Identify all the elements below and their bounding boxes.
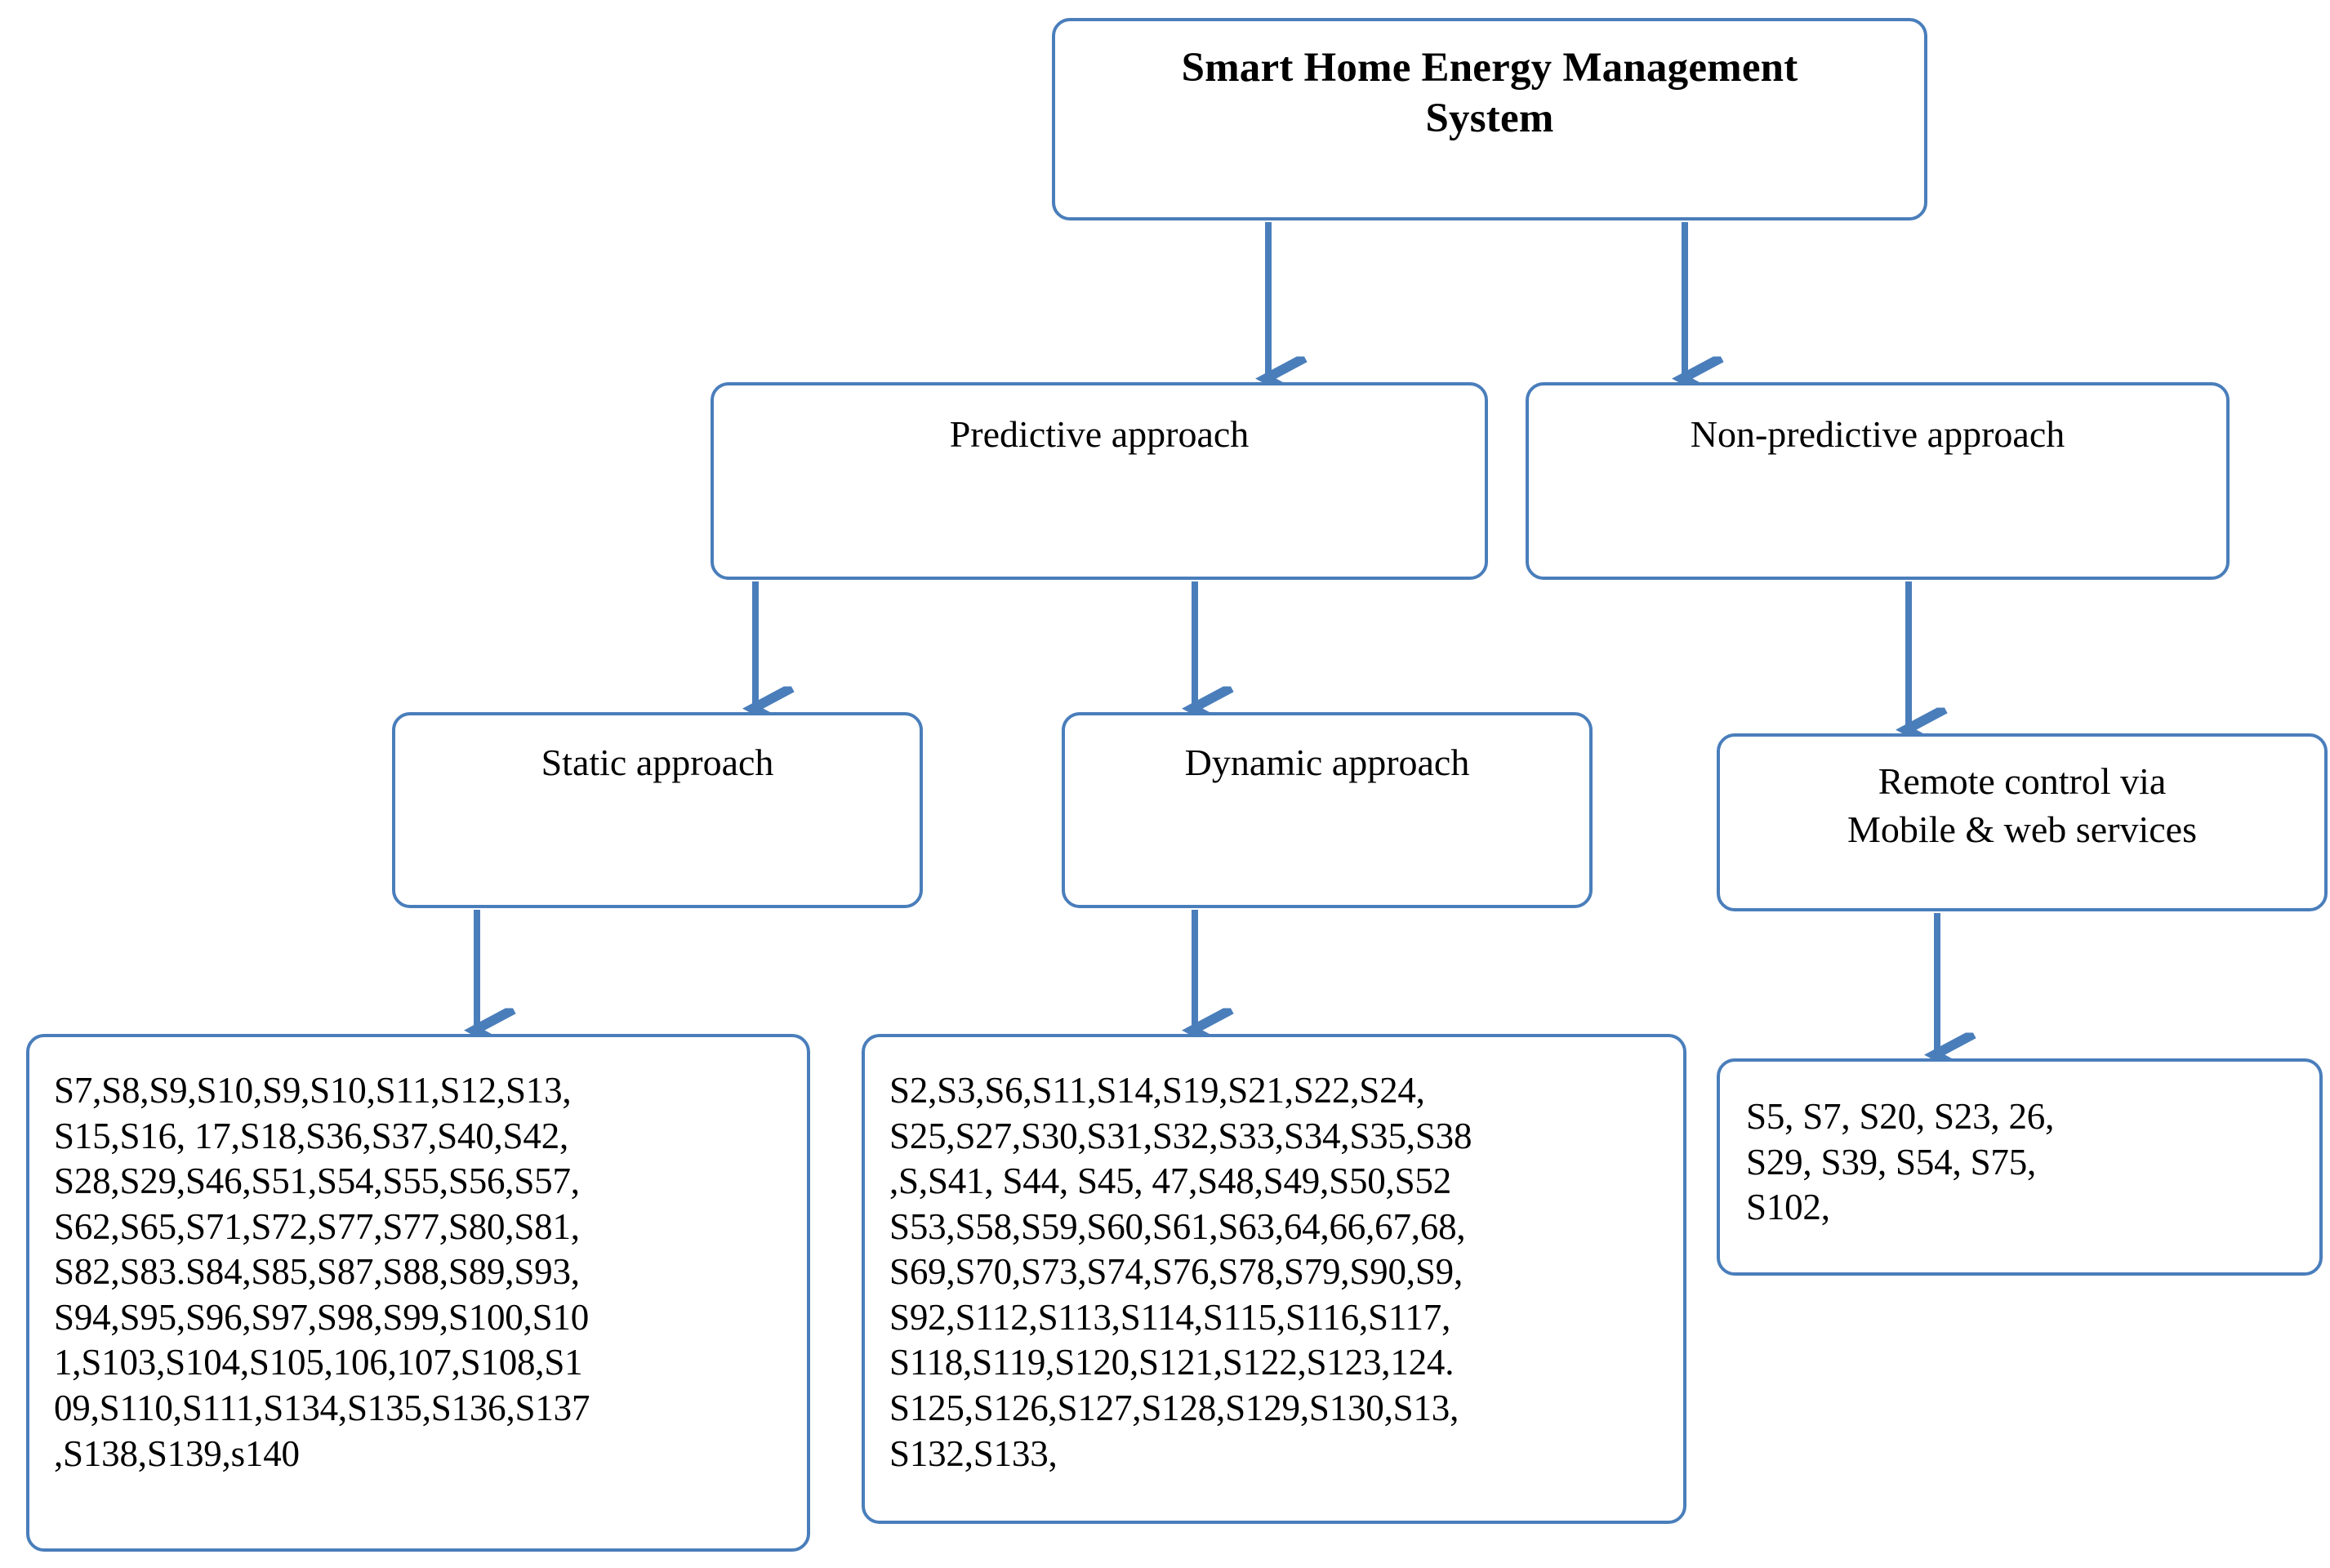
node-remote-control-studies[interactable]: S5, S7, S20, S23, 26, S29, S39, S54, S75…	[1717, 1058, 2323, 1276]
node-remote-label: Remote control via Mobile & web services	[1847, 760, 2197, 850]
node-non-predictive-label: Non-predictive approach	[1690, 413, 2065, 455]
node-dynamic-label: Dynamic approach	[1184, 742, 1470, 783]
node-predictive-approach[interactable]: Predictive approach	[711, 382, 1488, 580]
node-remote-control-via-mobile-and-web-services[interactable]: Remote control via Mobile & web services	[1717, 733, 2328, 911]
dynamic-studies-list: S2,S3,S6,S11,S14,S19,S21,S22,S24, S25,S2…	[889, 1070, 1472, 1474]
node-dynamic-approach[interactable]: Dynamic approach	[1062, 712, 1593, 908]
node-static-approach-studies[interactable]: S7,S8,S9,S10,S9,S10,S11,S12,S13, S15,S16…	[26, 1034, 810, 1552]
node-predictive-label: Predictive approach	[949, 413, 1250, 455]
node-non-predictive-approach[interactable]: Non-predictive approach	[1526, 382, 2230, 580]
static-studies-list: S7,S8,S9,S10,S9,S10,S11,S12,S13, S15,S16…	[54, 1070, 590, 1474]
node-dynamic-approach-studies[interactable]: S2,S3,S6,S11,S14,S19,S21,S22,S24, S25,S2…	[862, 1034, 1686, 1524]
node-static-label: Static approach	[541, 742, 774, 783]
node-static-approach[interactable]: Static approach	[392, 712, 923, 908]
remote-studies-list: S5, S7, S20, S23, 26, S29, S39, S54, S75…	[1746, 1096, 2055, 1228]
node-root-label: Smart Home Energy Management System	[1181, 45, 1798, 142]
node-smart-home-energy-management-system[interactable]: Smart Home Energy Management System	[1052, 18, 1927, 220]
